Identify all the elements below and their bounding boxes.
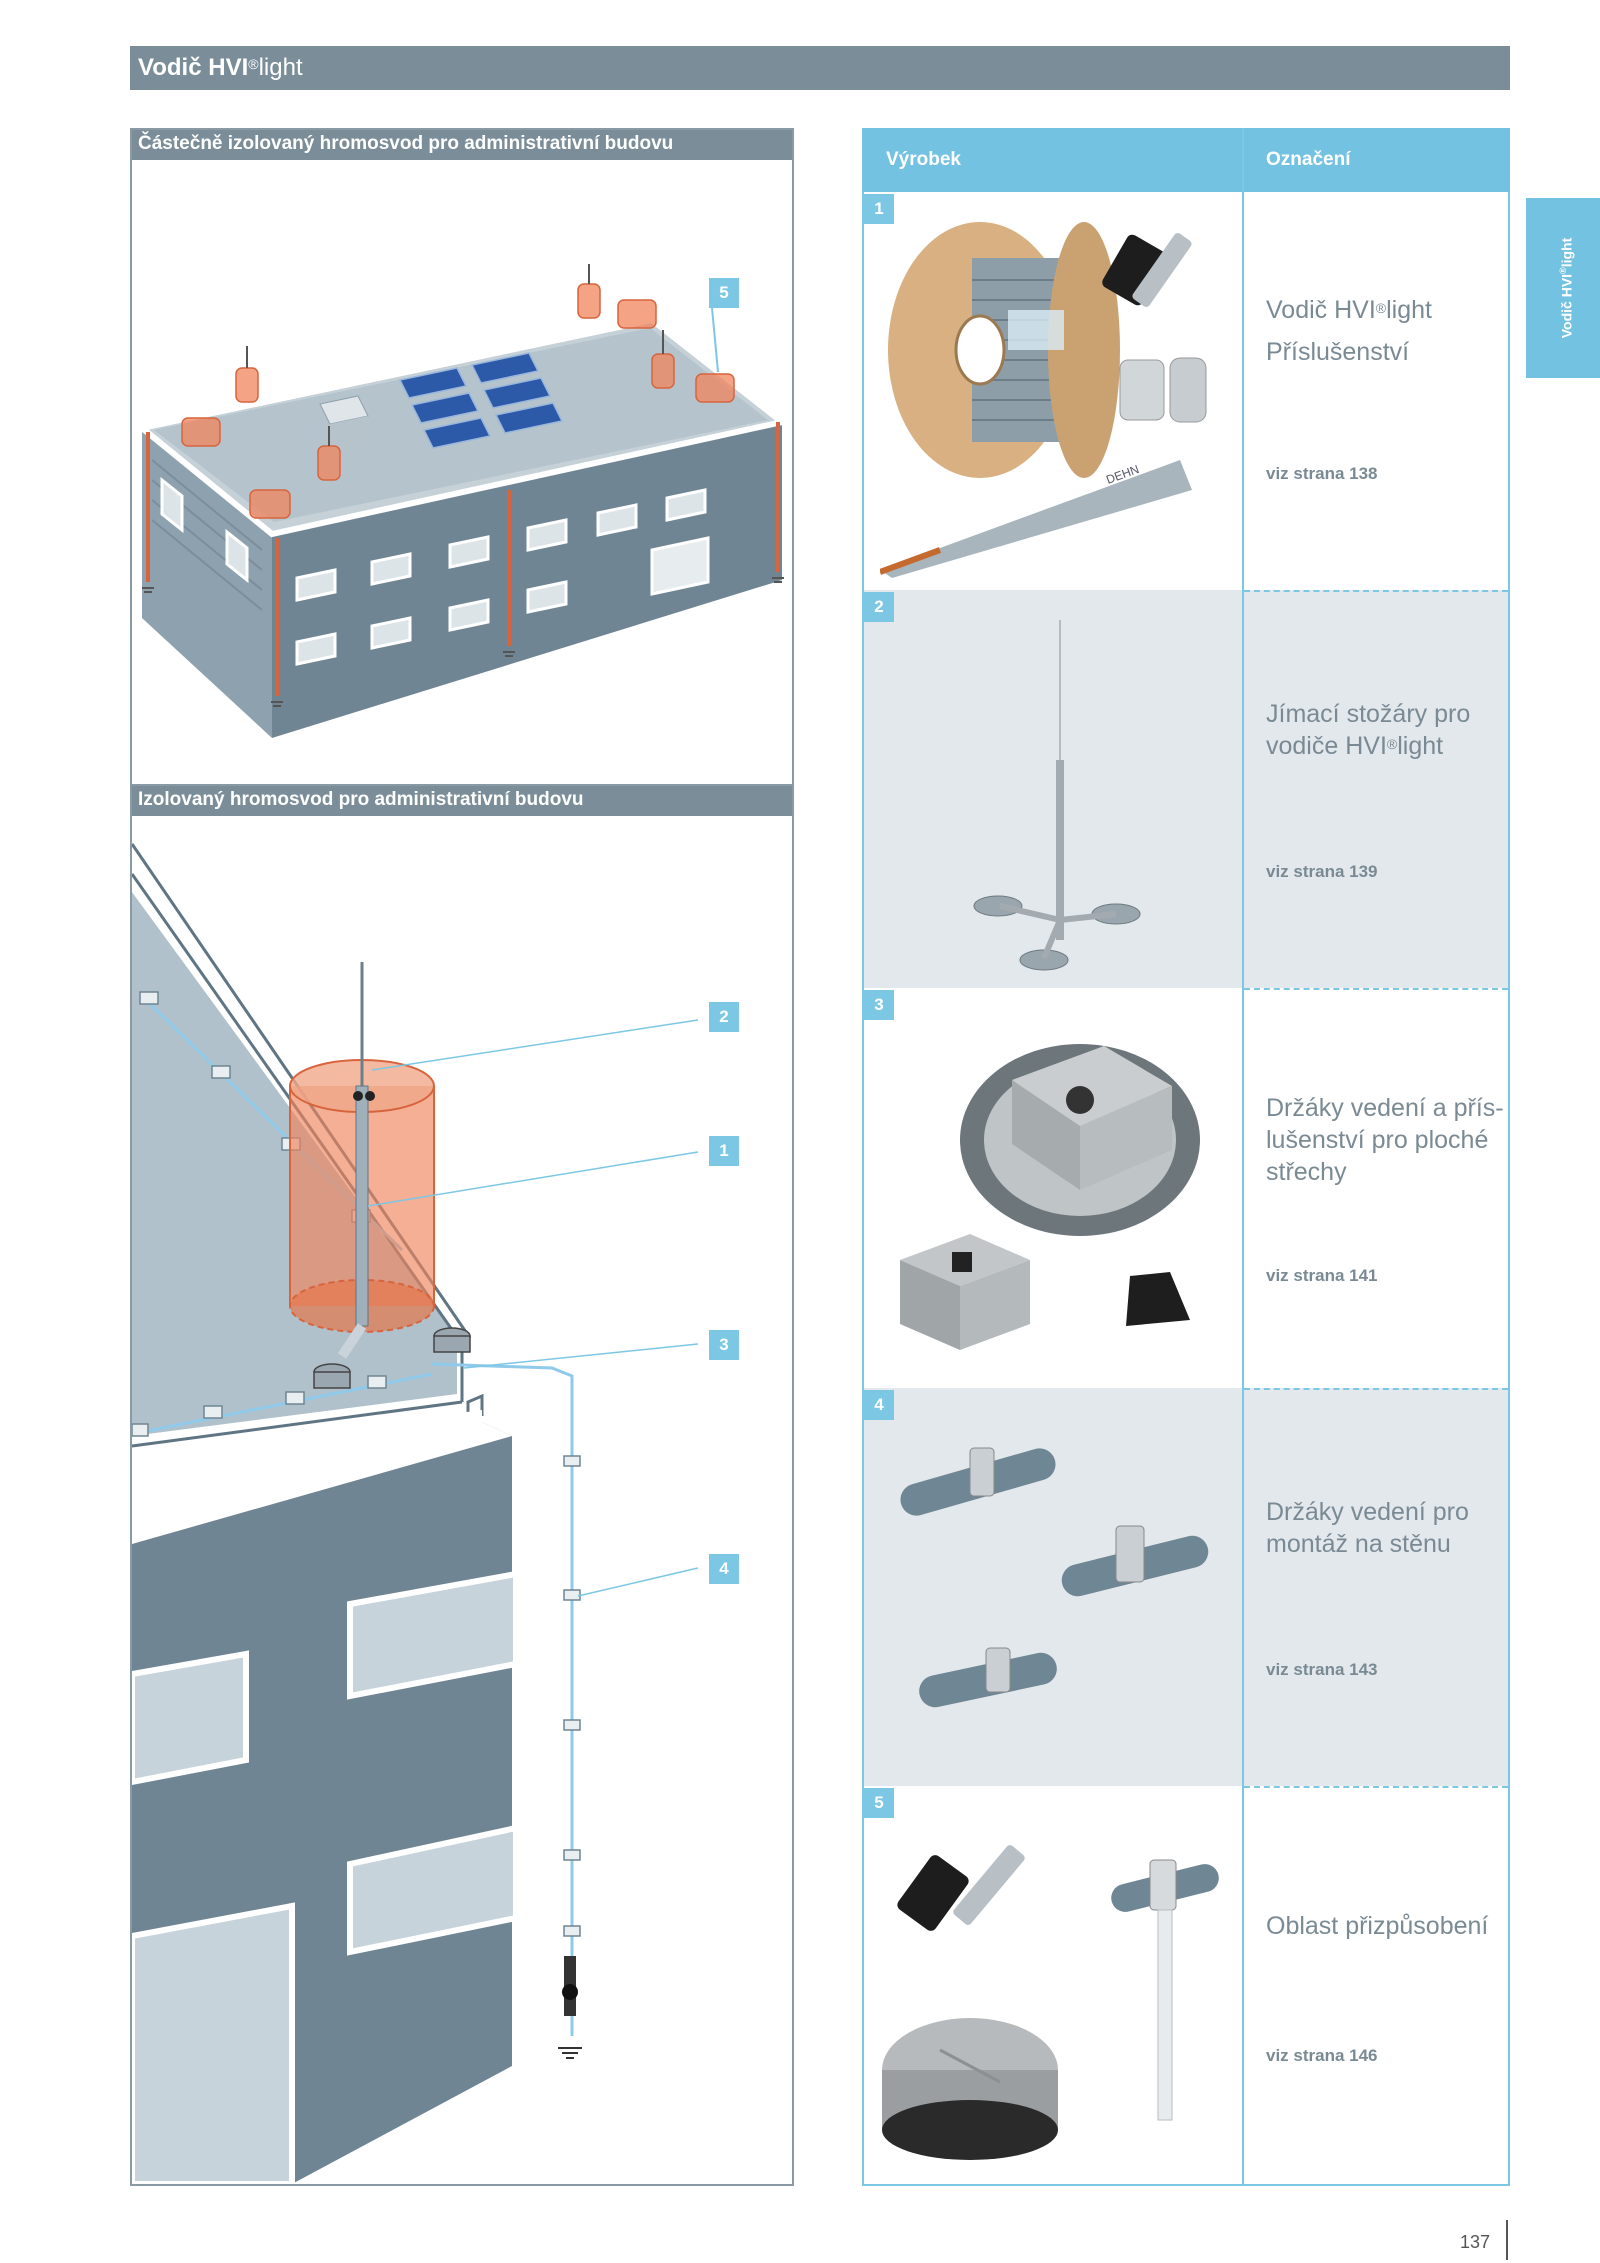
row-1-label-line-1: Vodič HVI®light — [1266, 296, 1432, 324]
row-3-label-line-3: střechy — [1266, 1158, 1347, 1186]
callout-1: 1 — [709, 1136, 739, 1166]
row-number-3: 3 — [864, 990, 894, 1020]
page-number-rule — [1506, 2220, 1508, 2260]
callout-2: 2 — [709, 1002, 739, 1032]
section-side-tab[interactable]: Vodič HVI®light — [1526, 198, 1600, 378]
row-3-page-ref: viz strana 141 — [1266, 1266, 1378, 1285]
row-3-label-line-1: Držáky vedení a přís- — [1266, 1094, 1504, 1122]
row-2-label-line-1: Jímací stožáry pro — [1266, 700, 1471, 728]
panel-title-partial: Částečně izolovaný hromosvod pro adminis… — [132, 130, 792, 160]
row-separator — [1244, 988, 1508, 990]
row-separator — [1244, 1786, 1508, 1788]
row-1-page-ref: viz strana 138 — [1266, 464, 1378, 483]
row-2-label-line-2: vodiče HVI®light — [1266, 732, 1444, 760]
row-2-page-ref: viz strana 139 — [1266, 862, 1378, 881]
row-4-label-line-1: Držáky vedení pro — [1266, 1498, 1469, 1526]
row-4-page-ref: viz strana 143 — [1266, 1660, 1378, 1679]
row-4-label-line-2: montáž na stěnu — [1266, 1530, 1451, 1558]
adaptation-components-image — [882, 1845, 1219, 2160]
air-termination-mast-image — [973, 620, 1141, 971]
full-isolation-illustration — [132, 836, 699, 2184]
row-5-page-ref: viz strana 146 — [1266, 2046, 1378, 2065]
row-number-4: 4 — [864, 1390, 894, 1420]
column-header-product: Výrobek — [886, 149, 961, 170]
callout-3: 3 — [709, 1330, 739, 1360]
row-separator — [1244, 590, 1508, 592]
column-header-designation: Označení — [1266, 149, 1351, 170]
row-5-label-line-1: Oblast přizpůsobení — [1266, 1912, 1489, 1940]
row-number-2: 2 — [864, 592, 894, 622]
row-number-5: 5 — [864, 1788, 894, 1818]
table-header — [862, 128, 1510, 192]
wall-conductor-holder-image — [900, 1447, 1209, 1708]
row-3-label-line-2: lušenství pro ploché — [1266, 1126, 1489, 1154]
side-tab-label: Vodič HVI®light — [1558, 237, 1575, 339]
callout-5: 5 — [709, 278, 739, 308]
panel-title-full: Izolovaný hromosvod pro administrativní … — [132, 786, 792, 816]
page-number: 137 — [1460, 2232, 1491, 2252]
table-row-shade — [864, 590, 1508, 988]
partial-isolation-illustration — [135, 264, 789, 738]
column-divider — [1242, 128, 1244, 2186]
callout-4: 4 — [709, 1554, 739, 1584]
page-title: Vodič HVI®light — [138, 54, 303, 81]
row-1-label-line-2: Příslušenství — [1266, 338, 1410, 366]
row-number-1: 1 — [864, 194, 894, 224]
row-separator — [1244, 1388, 1508, 1390]
hvi-cable-reel-image: DEHN — [880, 222, 1207, 578]
roof-conductor-holder-image — [900, 1044, 1200, 1350]
header-bar — [130, 46, 1510, 90]
